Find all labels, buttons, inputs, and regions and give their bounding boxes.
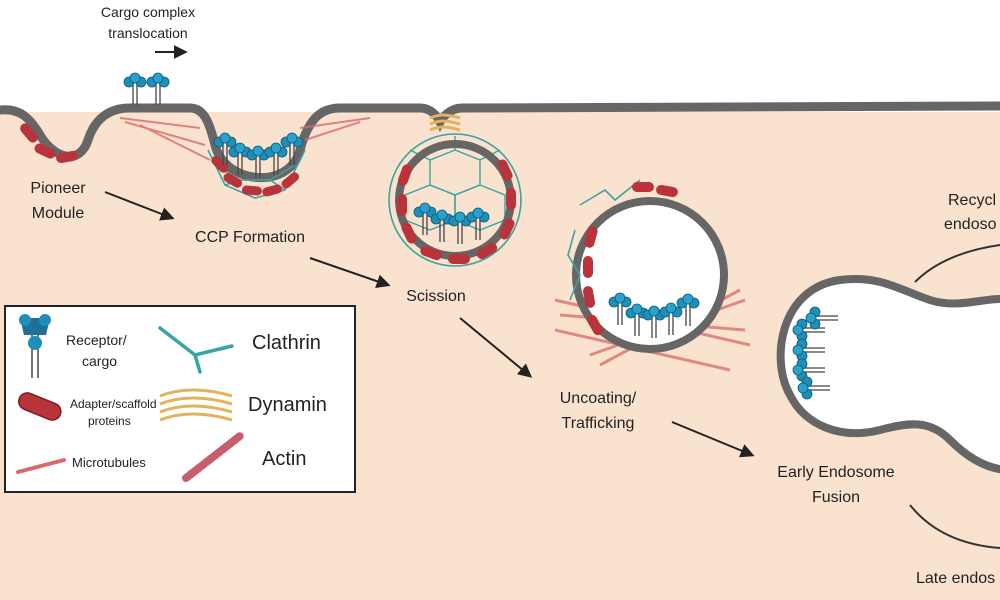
- label-pioneer-1: Pioneer: [30, 180, 86, 197]
- legend-dynamin-icon: [159, 388, 233, 422]
- uncoating-clathrin-fragments: [567, 179, 641, 301]
- legend-receptor-icon: [19, 314, 51, 378]
- arrow-ccp-to-scission: [309, 257, 391, 288]
- label-recycling-1: Recycl: [948, 192, 996, 209]
- legend-receptor-label-1: Receptor/: [66, 332, 127, 348]
- dynamin-ring: [429, 113, 461, 132]
- late-endosome-curve: [909, 504, 1000, 549]
- arrow-pioneer-to-ccp: [104, 191, 175, 221]
- uncoating-adapters: [582, 182, 678, 336]
- legend-adapter-label-2: proteins: [88, 414, 131, 428]
- scission-vesicle-adapters: [397, 159, 516, 264]
- label-scission: Scission: [406, 288, 466, 305]
- legend-dynamin-label: Dynamin: [248, 394, 327, 416]
- legend-adapter-label-1: Adapter/scaffold: [70, 397, 157, 411]
- pioneer-adapters: [20, 123, 78, 164]
- label-uncoating-1: Uncoating/: [560, 390, 637, 407]
- early-endosome: [776, 275, 1000, 474]
- ccp-actin: [119, 117, 371, 161]
- label-early-endosome-2: Fusion: [812, 489, 860, 506]
- legend-microtubules-icon: [16, 458, 66, 474]
- label-cargo-translocation-2: translocation: [108, 25, 187, 41]
- label-cargo-translocation-1: Cargo complex: [101, 4, 195, 20]
- label-uncoating-2: Trafficking: [562, 415, 635, 432]
- arrow-scission-to-uncoating: [459, 317, 533, 378]
- legend-actin-label: Actin: [262, 448, 306, 470]
- uncoating-vesicle-membrane: [572, 197, 728, 353]
- translocating-receptors: [123, 72, 170, 106]
- label-late-endosome: Late endos: [916, 570, 995, 587]
- legend-microtubules-label: Microtubules: [72, 455, 146, 470]
- legend-adapter-icon: [18, 392, 62, 421]
- legend-clathrin-label: Clathrin: [252, 332, 321, 354]
- label-pioneer-2: Module: [32, 205, 85, 222]
- label-recycling-2: endoso: [944, 216, 997, 233]
- label-ccp-formation: CCP Formation: [195, 229, 305, 246]
- legend-receptor-label-2: cargo: [82, 353, 117, 369]
- label-early-endosome-1: Early Endosome: [777, 464, 894, 481]
- legend-clathrin-icon: [158, 326, 234, 374]
- arrow-uncoating-to-fusion: [671, 421, 755, 458]
- ccp-adapters: [211, 155, 300, 197]
- recycling-curve: [914, 244, 1000, 283]
- legend-actin-icon: [182, 432, 244, 482]
- scission-vesicle-lattice: [388, 133, 522, 267]
- legend: Receptor/ cargo Clathrin Adapter/scaffol…: [4, 305, 356, 493]
